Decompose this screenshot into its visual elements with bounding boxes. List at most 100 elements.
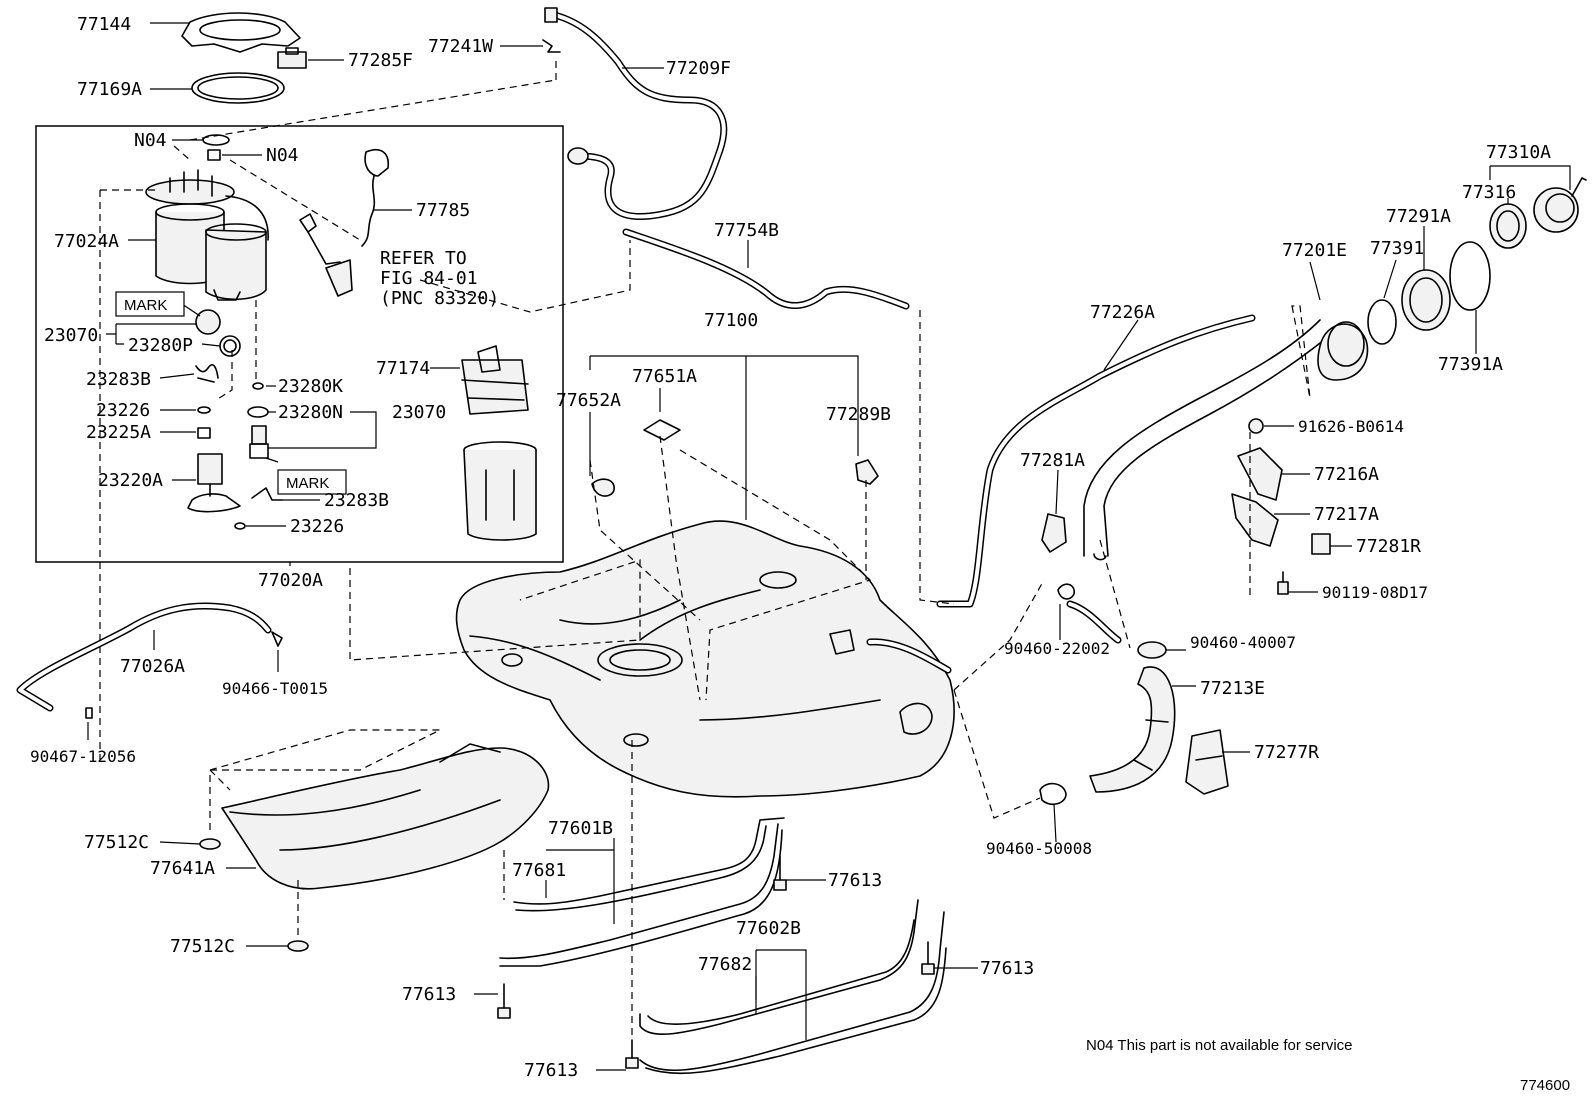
fuel-pump-icon xyxy=(145,169,269,301)
clamp-90467-icon xyxy=(85,707,93,719)
label-77241w: 77241W xyxy=(428,36,493,57)
label-77277r: 77277R xyxy=(1254,742,1319,763)
refer-line-2: FIG 84-01 xyxy=(380,268,478,289)
o-ring-icon xyxy=(219,335,241,357)
label-77391: 77391 xyxy=(1370,238,1424,259)
label-77217a: 77217A xyxy=(1314,504,1379,525)
valve-77651a-icon xyxy=(643,419,681,441)
label-77285f: 77285F xyxy=(348,50,413,71)
seal-77291a-icon xyxy=(1401,269,1451,331)
canister-sleeve-icon xyxy=(463,441,537,541)
label-77169a: 77169A xyxy=(77,79,142,100)
label-23226-a: 23226 xyxy=(96,400,150,421)
filler-hose-icon xyxy=(1089,666,1176,793)
label-23283b-b: 23283B xyxy=(324,490,389,511)
plug-77652a-icon xyxy=(591,478,615,497)
label-77613-a: 77613 xyxy=(828,870,882,891)
label-23225a: 23225A xyxy=(86,422,151,443)
retainer-ring-icon xyxy=(181,12,301,53)
fuel-tank-icon xyxy=(455,520,955,798)
label-77020a: 77020A xyxy=(258,570,323,591)
label-77391a: 77391A xyxy=(1438,354,1503,375)
pump-motor-icon xyxy=(187,453,241,513)
label-23280k: 23280K xyxy=(278,376,343,397)
bracket-77216a-icon xyxy=(1237,447,1283,501)
label-91626-b0614: 91626-B0614 xyxy=(1298,417,1404,436)
label-77512c-b: 77512C xyxy=(170,936,235,957)
bolt-77613-d-icon xyxy=(625,1039,639,1069)
bolt-77613-c-icon xyxy=(921,941,935,975)
gasket-icon xyxy=(191,72,285,104)
pump-assembly-box xyxy=(35,125,564,563)
ring-77316-icon xyxy=(1489,203,1527,249)
figure-number: 774600 xyxy=(1520,1077,1570,1094)
band-77601b-icon xyxy=(499,817,785,967)
bracket-77217a-icon xyxy=(1231,493,1279,547)
label-77026a: 77026A xyxy=(120,656,185,677)
n04-seal-icon xyxy=(202,134,230,146)
seal-23280n-icon xyxy=(247,406,269,418)
label-77613-d: 77613 xyxy=(524,1060,578,1081)
label-23220a: 23220A xyxy=(98,470,163,491)
label-77291a: 77291A xyxy=(1386,206,1451,227)
label-77602b: 77602B xyxy=(736,918,801,939)
filter-icon xyxy=(195,309,221,335)
label-77316: 77316 xyxy=(1462,182,1516,203)
service-note: N04 This part is not available for servi… xyxy=(1086,1037,1353,1054)
bolt-91626-icon xyxy=(1248,418,1264,434)
clip-23283b-b-icon xyxy=(251,487,283,501)
label-77281a: 77281A xyxy=(1020,450,1085,471)
clamp-90466-icon xyxy=(271,631,283,647)
label-90467-12056: 90467-12056 xyxy=(30,747,136,766)
protector-77641a-icon xyxy=(221,743,550,890)
label-77613-b: 77613 xyxy=(402,984,456,1005)
n04-plug-icon xyxy=(207,149,221,161)
label-77310a: 77310A xyxy=(1486,142,1551,163)
clip-77289b-icon xyxy=(855,459,879,485)
mark-box-1 xyxy=(115,291,185,317)
clip-23283b-icon xyxy=(195,364,219,383)
clip-77281r-icon xyxy=(1311,533,1331,555)
clamp-90460-22002-icon xyxy=(1057,583,1075,600)
label-23280p: 23280P xyxy=(128,335,193,356)
breather-pipe-icon xyxy=(622,228,910,310)
label-23070-a: 23070 xyxy=(44,325,98,346)
label-77682: 77682 xyxy=(698,954,752,975)
label-77613-c: 77613 xyxy=(980,958,1034,979)
label-77024a: 77024A xyxy=(54,231,119,252)
label-77652a: 77652A xyxy=(556,390,621,411)
clamp-90460-40007-icon xyxy=(1137,641,1167,659)
label-n04-a: N04 xyxy=(134,130,167,151)
fuel-sender-icon xyxy=(299,148,390,297)
label-90460-40007: 90460-40007 xyxy=(1190,633,1296,652)
clip-77281a-icon xyxy=(1041,513,1067,553)
label-77209f: 77209F xyxy=(666,58,731,79)
label-77213e: 77213E xyxy=(1200,678,1265,699)
label-23070-b: 23070 xyxy=(392,402,446,423)
label-90119-08d17: 90119-08D17 xyxy=(1322,583,1428,602)
cushion-icon xyxy=(197,427,211,439)
label-23283b-a: 23283B xyxy=(86,369,151,390)
bolt-90119-icon xyxy=(1277,571,1289,595)
label-77641a: 77641A xyxy=(150,858,215,879)
refer-line-1: REFER TO xyxy=(380,248,467,269)
filler-neck-icon xyxy=(1083,319,1369,561)
bolt-77613-b-icon xyxy=(497,983,511,1019)
fuel-cap-icon xyxy=(1533,177,1587,233)
label-90460-22002: 90460-22002 xyxy=(1004,639,1110,658)
band-77602b-icon xyxy=(639,899,947,1075)
fuel-hose-77209f-icon xyxy=(544,7,728,220)
label-90466-t0015: 90466-T0015 xyxy=(222,679,328,698)
clip-icon xyxy=(542,39,561,53)
clip-77512c-a-icon xyxy=(199,838,221,850)
bolt-77613-a-icon xyxy=(773,855,787,891)
label-23226-b: 23226 xyxy=(290,516,344,537)
label-23280n: 23280N xyxy=(278,402,343,423)
label-77289b: 77289B xyxy=(826,404,891,425)
mark-label-2: MARK xyxy=(286,475,329,492)
label-77174: 77174 xyxy=(376,358,430,379)
label-77216a: 77216A xyxy=(1314,464,1379,485)
vent-tube-77026a-icon xyxy=(16,602,272,712)
label-77201e: 77201E xyxy=(1282,240,1347,261)
